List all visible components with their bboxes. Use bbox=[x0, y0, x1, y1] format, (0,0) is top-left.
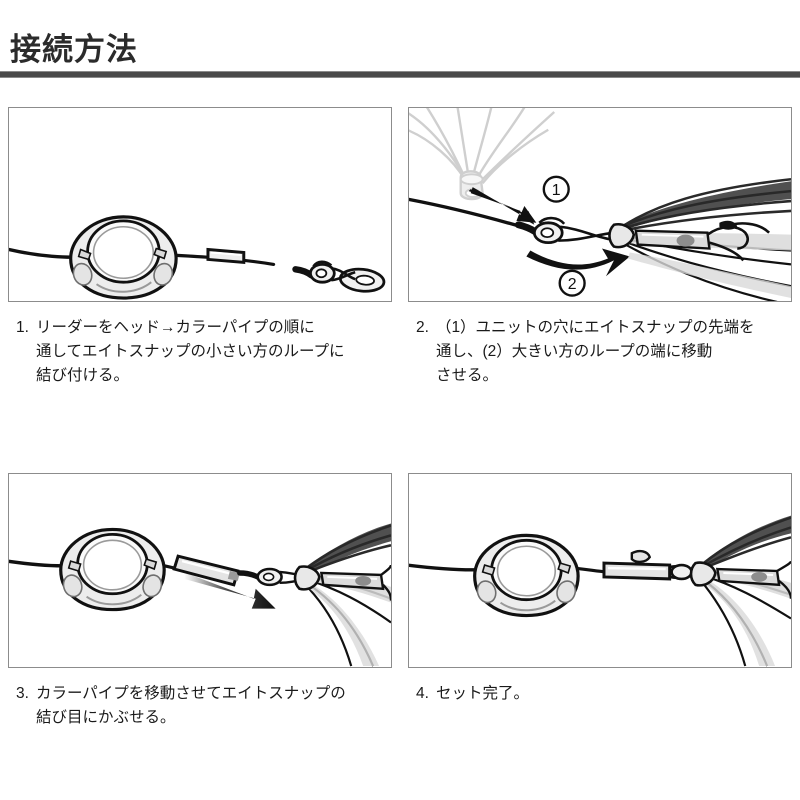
step-3-illustration bbox=[8, 473, 392, 668]
knot bbox=[292, 266, 315, 279]
step-2: 1 2 bbox=[408, 107, 792, 388]
step-3-text: カラーパイプを移動させてエイトスナップの 結び目にかぶせる。 bbox=[35, 685, 346, 727]
step-3-caption: 3. カラーパイプを移動させてエイトスナップの 結び目にかぶせる。 bbox=[8, 682, 392, 730]
unit-part bbox=[608, 177, 791, 301]
marker-1: 1 bbox=[542, 175, 570, 203]
step-1-number: 1. bbox=[16, 319, 29, 336]
knot bbox=[514, 221, 539, 236]
unit-part bbox=[689, 515, 791, 667]
ghost-unit bbox=[409, 108, 556, 201]
head-part bbox=[473, 533, 580, 618]
head-part bbox=[59, 527, 166, 612]
svg-text:1: 1 bbox=[552, 182, 561, 199]
eight-snap-part bbox=[532, 216, 615, 244]
page-title: 接続方法 bbox=[10, 32, 138, 67]
step-4-illustration bbox=[408, 473, 792, 668]
head-part bbox=[69, 215, 178, 300]
step-2-number: 2. bbox=[416, 319, 429, 336]
leader-line bbox=[409, 197, 531, 231]
color-pipe-part bbox=[172, 554, 240, 587]
color-pipe-part bbox=[206, 247, 246, 265]
step-1-caption: 1. リーダーをヘッド→カラーパイプの順に 通してエイトスナップの小さい方のルー… bbox=[8, 316, 392, 388]
step-4-caption: 4. セット完了。 bbox=[408, 682, 792, 706]
slide-arrow bbox=[184, 572, 276, 609]
step-2-caption: 2. （1）ユニットの穴にエイトスナップの先端を 通し、(2）大きい方のループの… bbox=[408, 316, 792, 388]
step-1: 1. リーダーをヘッド→カラーパイプの順に 通してエイトスナップの小さい方のルー… bbox=[8, 107, 392, 388]
marker-2: 2 bbox=[558, 269, 586, 297]
step-1-illustration bbox=[8, 107, 392, 302]
arrow-1 bbox=[468, 187, 537, 225]
step-4-text: セット完了。 bbox=[435, 685, 529, 702]
step-3: 3. カラーパイプを移動させてエイトスナップの 結び目にかぶせる。 bbox=[8, 473, 392, 730]
page-header: 接続方法 bbox=[0, 0, 800, 86]
eight-snap-part bbox=[309, 260, 386, 293]
step-4: 4. セット完了。 bbox=[408, 473, 792, 706]
unit-part bbox=[293, 523, 391, 667]
color-pipe-part bbox=[602, 549, 672, 581]
knot bbox=[237, 570, 261, 580]
title-divider bbox=[0, 71, 800, 78]
step-1-text: リーダーをヘッド→カラーパイプの順に 通してエイトスナップの小さい方のループに … bbox=[35, 319, 345, 385]
arrow-2 bbox=[526, 248, 630, 277]
svg-text:2: 2 bbox=[568, 276, 577, 293]
step-4-number: 4. bbox=[416, 685, 429, 702]
step-3-number: 3. bbox=[16, 685, 29, 702]
step-2-illustration: 1 2 bbox=[408, 107, 792, 302]
step-2-text: （1）ユニットの穴にエイトスナップの先端を 通し、(2）大きい方のループの端に移… bbox=[435, 319, 755, 385]
